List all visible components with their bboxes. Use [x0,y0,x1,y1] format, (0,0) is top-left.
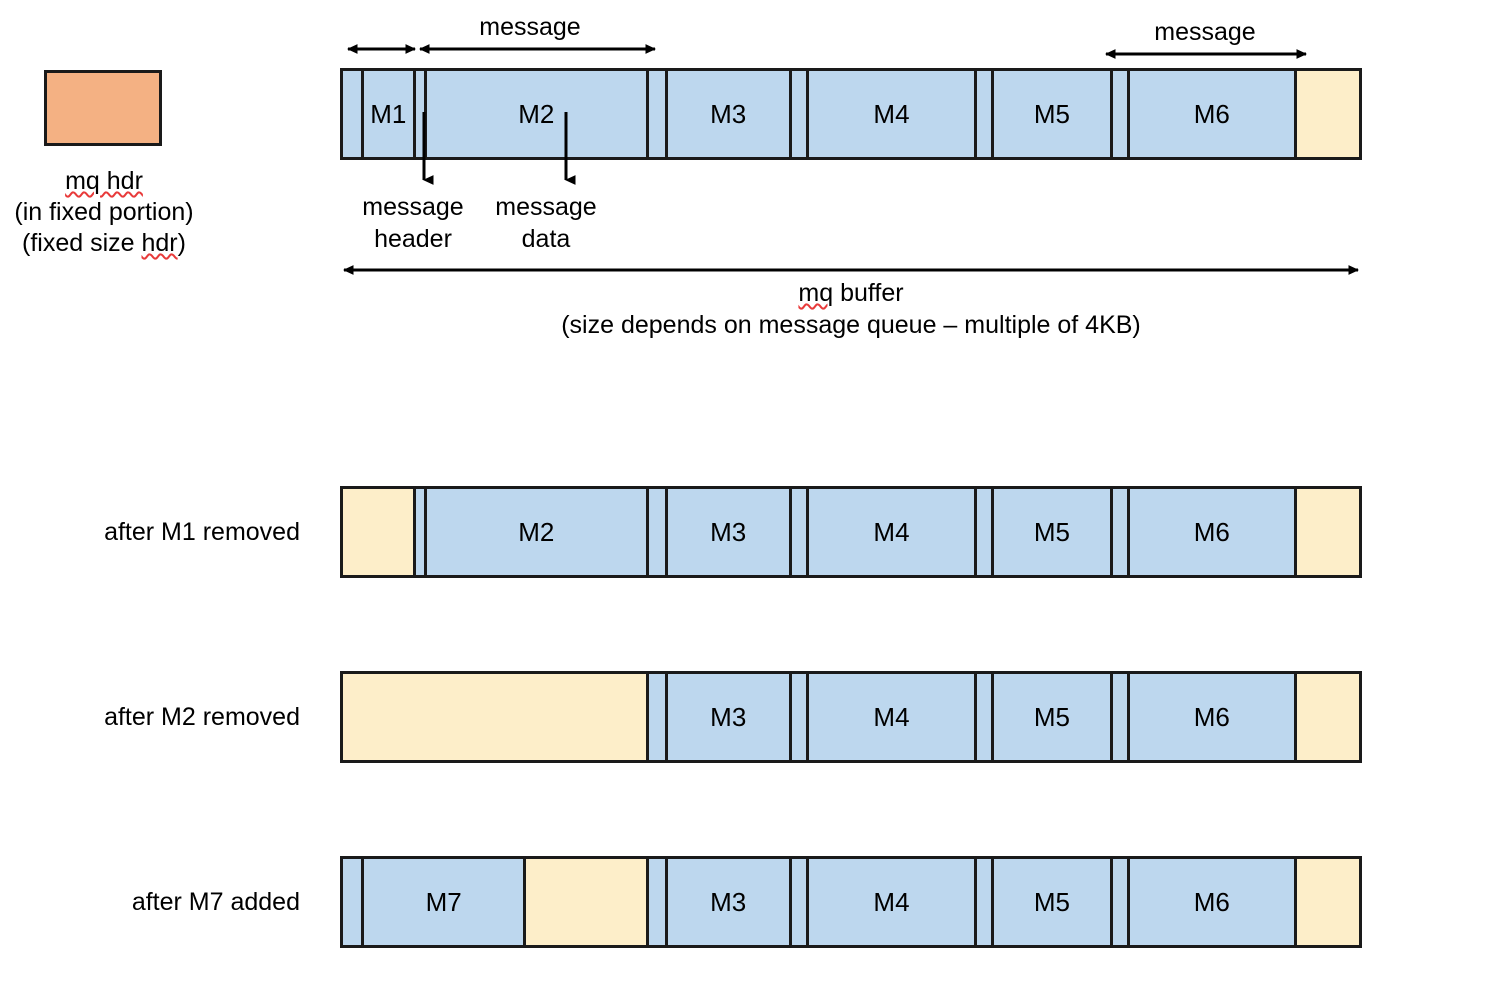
message-body-m5: M5 [994,674,1113,760]
annotation-message-data-line1: message [495,193,597,221]
message-body-m6: M6 [1129,489,1297,575]
free-space-segment [343,674,649,760]
message-header-segment [1112,489,1130,575]
segment-label: M3 [710,516,747,547]
message-header-segment [977,859,995,945]
segment-label: M7 [425,886,462,917]
free-space-segment [526,859,649,945]
message-header-segment [791,859,809,945]
message-body-m5: M5 [994,489,1113,575]
message-header-segment [648,71,668,157]
segment-label: M5 [1033,886,1070,917]
message-header-segment [977,71,995,157]
row-label-after-m2-removed: after M2 removed [104,703,300,731]
segment-label: M6 [1193,516,1230,547]
row-label-after-m7-added: after M7 added [131,888,300,916]
message-body-m6: M6 [1129,859,1297,945]
message-body-m5: M5 [994,71,1113,157]
segment-label: M4 [873,701,910,732]
memory-bar-row-after-m7-added: M7 M3 M4 M5 M6 [340,856,1362,948]
message-header-segment [648,674,668,760]
message-body-m5: M5 [994,859,1113,945]
message-body-m4: M4 [808,489,977,575]
free-space-segment [343,489,416,575]
message-header-segment [977,489,995,575]
message-header-segment [648,489,668,575]
segment-label: M5 [1033,98,1070,129]
mq-hdr-caption: mq hdr (in fixed portion) (fixed size hd… [0,166,208,259]
message-header-segment [415,71,428,157]
segment-label: M3 [710,886,747,917]
segment-label: M3 [710,98,747,129]
segment-label: M1 [370,98,407,129]
message-body-m3: M3 [667,489,792,575]
row-label-after-m1-removed: after M1 removed [104,518,300,546]
mq-hdr-block [44,70,162,146]
message-body-m4: M4 [808,674,978,760]
segment-label: M4 [873,516,910,547]
message-header-segment [1112,674,1130,760]
mq-hdr-caption-line1: mq hdr [0,166,208,197]
message-body-m2: M2 [427,489,649,575]
memory-bar-row-initial: M1 M2 M3 M4 M5 M6 [340,68,1362,160]
annotation-message-header: message header [300,191,526,255]
annotation-message-left: message [479,13,581,41]
message-body-m3: M3 [667,859,792,945]
segment-label: M5 [1033,701,1070,732]
message-header-segment [791,489,809,575]
segment-label: M6 [1193,701,1230,732]
message-body-m3: M3 [667,674,792,760]
segment-label: M4 [873,98,910,129]
segment-label: M6 [1193,886,1230,917]
annotation-message-data: message data [440,191,652,255]
segment-label: M4 [873,886,910,917]
message-body-m2: M2 [427,71,649,157]
mq-hdr-caption-line3: (fixed size hdr) [22,229,186,257]
free-space-segment [1296,71,1359,157]
message-header-segment [791,71,809,157]
message-header-segment [977,674,995,760]
annotation-message-data-line2: data [521,225,571,253]
annotation-message-right: message [1154,18,1256,46]
message-header-segment [791,674,809,760]
message-header-segment [648,859,668,945]
free-space-segment [1296,489,1359,575]
message-header-segment [343,859,364,945]
message-header-segment [1112,859,1130,945]
message-body-m1: M1 [364,71,416,157]
annotation-message-header-line1: message [362,193,464,221]
message-body-m3: M3 [667,71,792,157]
annotation-mq-buffer-note: (size depends on message queue – multipl… [561,311,1141,339]
mq-hdr-caption-line2: (in fixed portion) [14,198,194,226]
segment-label: M2 [518,516,555,547]
spellcheck-hdr: hdr [141,229,178,257]
free-space-segment [1296,674,1359,760]
message-header-segment [415,489,428,575]
spellcheck-mq-buffer: mq [798,279,834,307]
free-space-segment [1296,859,1359,945]
segment-label: M2 [518,98,555,129]
message-body-m6: M6 [1129,674,1297,760]
message-header-segment [1112,71,1130,157]
message-body-m7: M7 [364,859,527,945]
segment-label: M5 [1033,516,1070,547]
spellcheck-mq: mq hdr [65,167,143,195]
message-body-m4: M4 [808,71,977,157]
message-body-m4: M4 [808,859,977,945]
message-body-m6: M6 [1129,71,1297,157]
annotation-mq-buffer: mq buffer [798,279,904,307]
segment-label: M3 [710,701,747,732]
segment-label: M6 [1193,98,1230,129]
memory-bar-row-after-m2-removed: M3 M4 M5 M6 [340,671,1362,763]
memory-bar-row-after-m1-removed: M2 M3 M4 M5 M6 [340,486,1362,578]
message-header-segment [343,71,364,157]
annotation-message-header-line2: header [374,225,452,253]
